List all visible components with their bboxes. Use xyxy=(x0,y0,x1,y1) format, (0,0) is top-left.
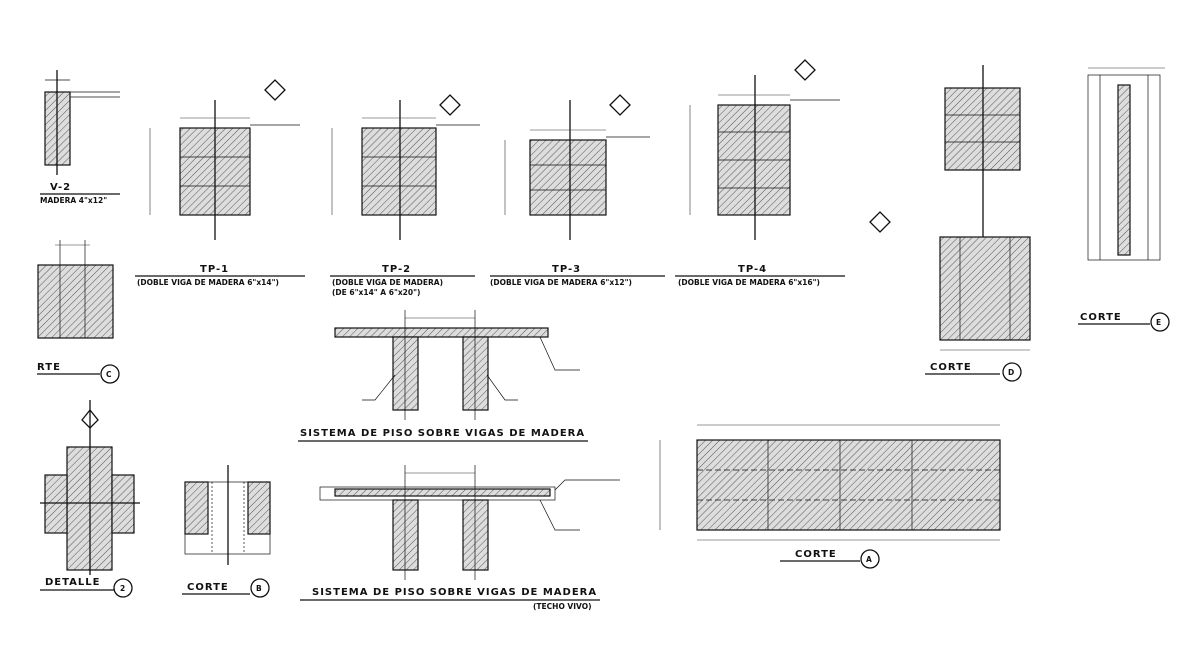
section-c: RTE C xyxy=(37,240,120,384)
sistema2-note: (TECHO VIVO) xyxy=(533,602,592,611)
detail-tp1: TP-1 (DOBLE VIGA DE MADERA 6"x14") xyxy=(135,79,305,287)
tp2-title: TP-2 xyxy=(382,264,411,275)
section-d: CORTE D xyxy=(869,65,1031,382)
tp1-subtitle: (DOBLE VIGA DE MADERA 6"x14") xyxy=(137,278,279,287)
tp4-subtitle: (DOBLE VIGA DE MADERA 6"x16") xyxy=(678,278,820,287)
corte-e-marker: E xyxy=(1156,318,1161,327)
corte-c-marker: C xyxy=(106,370,112,379)
sistema1-title: SISTEMA DE PISO SOBRE VIGAS DE MADERA xyxy=(300,428,585,439)
section-e: CORTE E xyxy=(1078,67,1170,332)
section-a: CORTE A xyxy=(659,424,1001,569)
corte-b-marker: B xyxy=(256,584,262,593)
tp1-title: TP-1 xyxy=(200,264,229,275)
tp2-subtitle: (DOBLE VIGA DE MADERA) xyxy=(332,278,443,287)
corte-a-marker: A xyxy=(866,555,872,564)
v2-subtitle: MADERA 4"x12" xyxy=(40,196,107,205)
corte-d-marker: D xyxy=(1008,368,1014,377)
tp3-subtitle: (DOBLE VIGA DE MADERA 6"x12") xyxy=(490,278,632,287)
corte-b-title: CORTE xyxy=(187,582,229,593)
corte-e-title: CORTE xyxy=(1080,312,1122,323)
v2-title: V-2 xyxy=(50,182,71,193)
section-b: CORTE B xyxy=(182,465,271,598)
floor-system-1: SISTEMA DE PISO SOBRE VIGAS DE MADERA xyxy=(298,310,588,442)
detail-2: DETALLE 2 xyxy=(40,400,140,598)
detail-tp2: TP-2 (DOBLE VIGA DE MADERA) (DE 6"x14" A… xyxy=(330,94,480,297)
detail-tp3: TP-3 (DOBLE VIGA DE MADERA 6"x12") xyxy=(490,94,665,287)
detail-tp4: TP-4 (DOBLE VIGA DE MADERA 6"x16") xyxy=(675,59,845,287)
corte-d-title: CORTE xyxy=(930,362,972,373)
sistema2-title: SISTEMA DE PISO SOBRE VIGAS DE MADERA xyxy=(312,587,597,598)
tp3-title: TP-3 xyxy=(552,264,581,275)
tp4-title: TP-4 xyxy=(738,264,767,275)
floor-system-2: SISTEMA DE PISO SOBRE VIGAS DE MADERA (T… xyxy=(300,465,620,611)
corte-a-title: CORTE xyxy=(795,549,837,560)
tp2-subtitle-2: (DE 6"x14" A 6"x20") xyxy=(332,288,420,297)
detail-v2: V-2 MADERA 4"x12" xyxy=(40,70,120,205)
corte-c-title: RTE xyxy=(37,362,61,373)
detalle2-title: DETALLE xyxy=(45,577,101,588)
detalle2-marker: 2 xyxy=(120,584,125,593)
